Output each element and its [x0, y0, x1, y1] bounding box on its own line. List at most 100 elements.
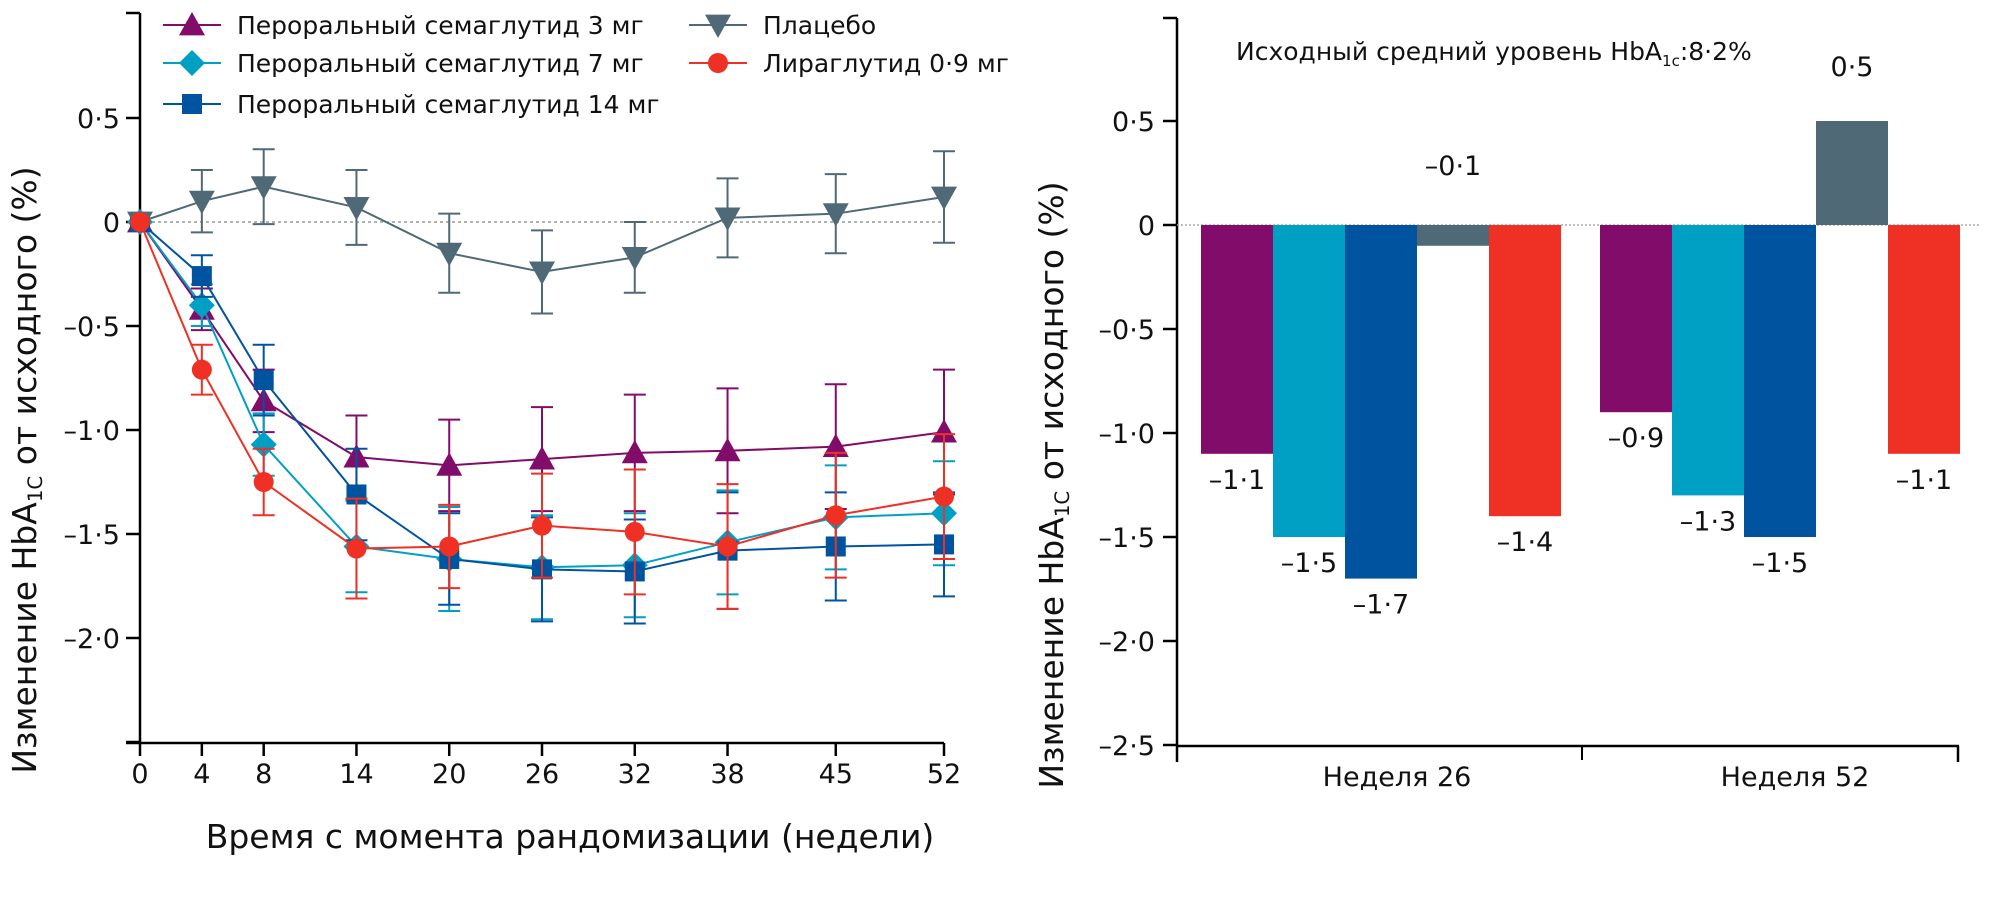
x-tick-label: 32	[618, 759, 652, 790]
data-point	[191, 359, 212, 380]
legend-label: Плацебо	[763, 11, 876, 40]
bar-value-label: –0·1	[1425, 151, 1481, 182]
bar-value-label: –1·5	[1752, 548, 1808, 579]
x-tick-label: 52	[927, 759, 961, 790]
legend-item: Плацебо	[689, 11, 876, 40]
legend-item: Пероральный семаглутид 14 мг	[163, 90, 660, 119]
bar-value-label: –1·1	[1209, 465, 1265, 496]
data-point	[529, 446, 555, 470]
legend-item: Лираглутид 0·9 мг	[689, 49, 1009, 78]
legend-label: Пероральный семаглутид 3 мг	[237, 11, 644, 40]
data-point	[343, 197, 370, 221]
y-tick-label: –1·5	[1099, 523, 1155, 554]
bar	[1417, 225, 1489, 246]
y-tick-label: 0·5	[1112, 107, 1155, 138]
y-axis-title: Изменение HbA1C от исходного (%)	[5, 166, 47, 773]
y-tick-label: –0·5	[64, 312, 120, 343]
data-point	[188, 190, 215, 215]
legend-marker	[708, 53, 728, 73]
y-axis-title: Изменение HbA1C от исходного (%)	[1032, 181, 1074, 788]
legend-label: Лираглутид 0·9 мг	[763, 49, 1009, 78]
bar	[1489, 225, 1561, 517]
data-point	[191, 266, 212, 287]
bar-value-label: –1·3	[1680, 506, 1736, 537]
x-axis-title: Время с момента рандомизации (недели)	[206, 817, 935, 856]
bar	[1273, 225, 1345, 537]
series-line	[139, 221, 945, 550]
bar-value-label: 0·5	[1831, 52, 1874, 83]
category-label: Неделя 52	[1721, 762, 1870, 793]
data-point	[250, 431, 277, 458]
data-point	[439, 536, 460, 557]
y-tick-label: –1·5	[64, 520, 120, 551]
bar	[1345, 225, 1417, 579]
data-point	[529, 261, 555, 285]
x-tick-label: 26	[525, 759, 559, 790]
baseline-annotation-main: Исходный средний уровень HbA	[1236, 37, 1662, 66]
bar	[1600, 225, 1672, 413]
y-axis-title-main: Изменение HbA	[1032, 517, 1071, 789]
y-axis-title-main: Изменение HbA	[5, 502, 44, 774]
y-axis-title-subscript: 1C	[1051, 491, 1074, 517]
baseline-annotation-subscript: 1c	[1662, 52, 1680, 70]
legend-marker	[179, 50, 205, 76]
y-tick-label: 0	[1138, 211, 1155, 242]
y-tick-label: 0·5	[77, 104, 120, 135]
legend-marker	[705, 14, 731, 38]
data-point	[931, 186, 957, 211]
x-tick-label: 45	[819, 759, 853, 790]
bar	[1744, 225, 1816, 537]
x-tick-label: 38	[710, 759, 744, 790]
legend-label: Пероральный семаглутид 7 мг	[237, 49, 644, 78]
bar	[1888, 225, 1960, 454]
y-tick-label: –1·0	[64, 416, 120, 447]
data-point	[436, 452, 463, 476]
x-tick-label: 8	[255, 759, 272, 790]
data-point	[822, 203, 849, 227]
x-tick-label: 20	[432, 759, 466, 790]
data-point	[253, 472, 274, 492]
series-line	[139, 185, 945, 273]
y-axis-title-rest: от исходного (%)	[5, 166, 44, 475]
x-tick-label: 0	[131, 759, 148, 790]
category-label: Неделя 26	[1323, 762, 1472, 793]
bar	[1201, 225, 1273, 454]
baseline-annotation-rest: :8·2%	[1680, 37, 1752, 66]
data-point	[934, 486, 954, 507]
x-tick-label: 4	[193, 759, 210, 790]
bar-value-label: –1·1	[1896, 465, 1952, 496]
data-point	[436, 242, 463, 267]
data-point	[621, 439, 648, 464]
series-line	[139, 221, 945, 573]
data-point	[621, 246, 648, 271]
data-point	[931, 419, 957, 443]
y-axis-title-rest: от исходного (%)	[1032, 181, 1071, 490]
bar-value-label: –1·4	[1497, 527, 1553, 558]
y-tick-label: –2·0	[1099, 627, 1155, 658]
data-point	[250, 176, 277, 200]
legend-item: Пероральный семаглутид 7 мг	[163, 49, 644, 78]
data-point	[130, 212, 150, 232]
data-point	[825, 505, 846, 526]
bar-value-label: –0·9	[1608, 423, 1664, 454]
bar	[1672, 225, 1744, 496]
bar-value-label: –1·5	[1281, 548, 1337, 579]
x-tick-label: 14	[339, 759, 373, 790]
series-3	[127, 148, 957, 315]
legend-item: Пероральный семаглутид 3 мг	[163, 11, 644, 40]
legend-marker	[179, 12, 205, 36]
legend-marker	[182, 94, 202, 114]
legend-label: Пероральный семаглутид 14 мг	[237, 90, 660, 119]
data-point	[822, 433, 849, 458]
y-tick-label: –2·0	[64, 624, 120, 655]
data-point	[717, 536, 738, 557]
y-tick-label: –2·5	[1099, 731, 1155, 762]
bar	[1816, 121, 1888, 225]
y-tick-label: –0·5	[1099, 315, 1155, 346]
series-4	[130, 212, 955, 610]
data-point	[714, 437, 741, 462]
data-point	[253, 370, 274, 391]
